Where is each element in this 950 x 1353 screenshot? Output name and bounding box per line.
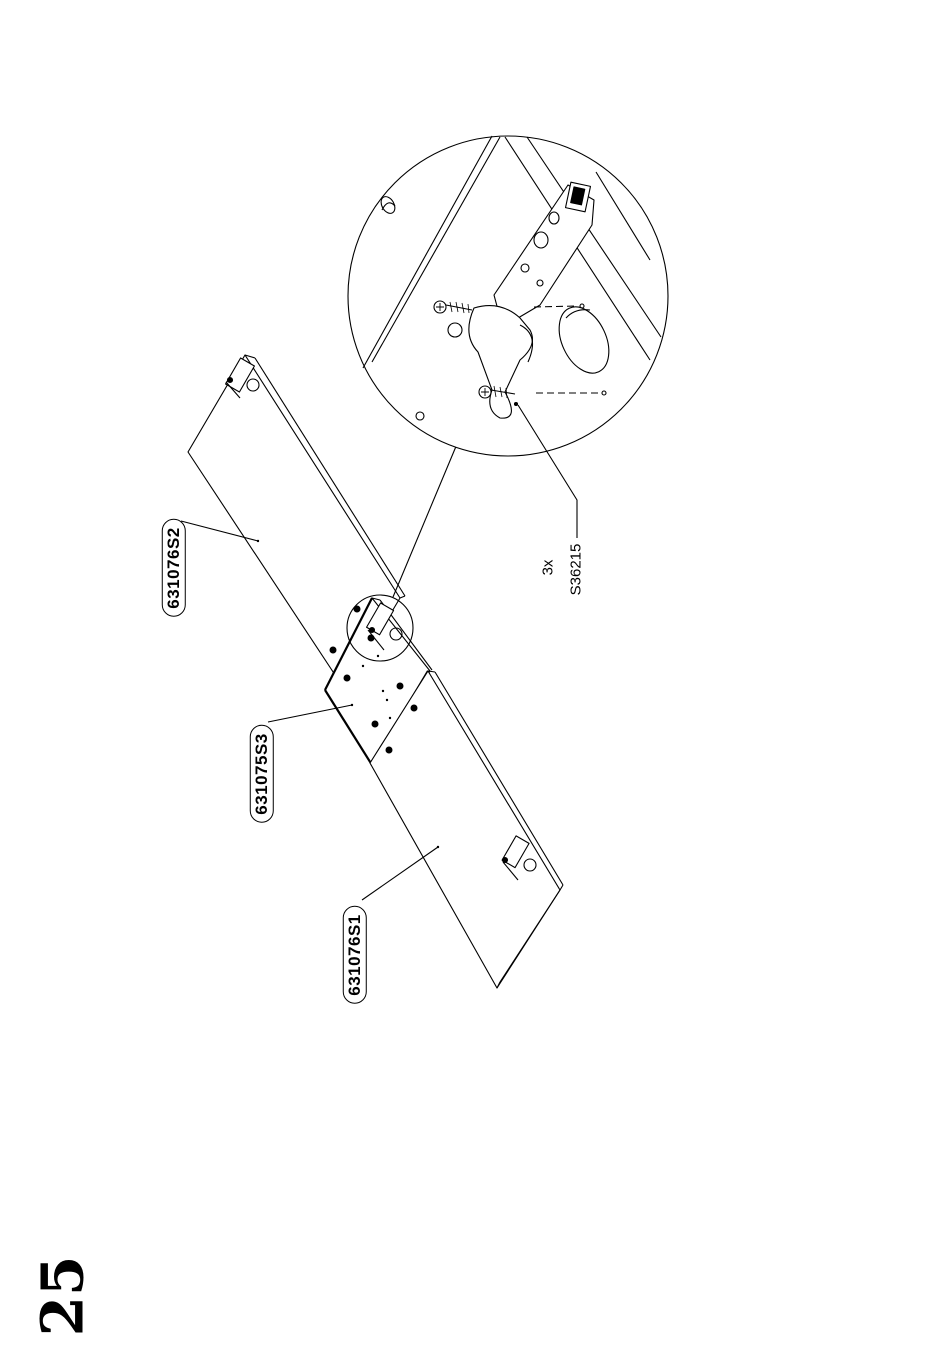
leader-631076S1 <box>362 847 438 900</box>
part-label-631076S2: 631076S2 <box>162 519 186 617</box>
hardware-code: S36215 <box>567 544 584 596</box>
panel-631076S1 <box>370 671 563 988</box>
detail-view <box>348 136 668 597</box>
hardware-quantity: 3x <box>539 560 556 576</box>
part-label-631075S3: 631075S3 <box>250 725 274 823</box>
step-number: 25 <box>28 1256 96 1337</box>
part-label-631076S1: 631076S1 <box>343 906 367 1004</box>
